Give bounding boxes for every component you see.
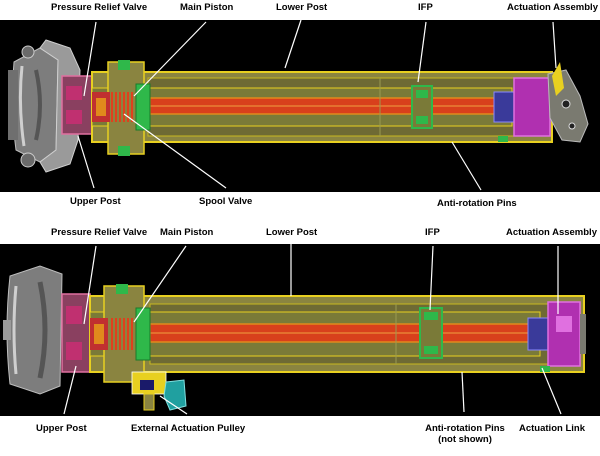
bottom-label-external-actuation-pulley: External Actuation Pulley (131, 423, 246, 434)
top-label-upper-post: Upper Post (70, 196, 121, 207)
top-label-ifp: IFP (418, 2, 433, 13)
top-label-main-piston: Main Piston (180, 2, 234, 13)
bottom-callout-lines (63, 244, 562, 415)
bottom-actuation-assembly (547, 301, 581, 367)
top-saddle-clamp (8, 39, 81, 173)
bottom-saddle-head (3, 265, 63, 395)
top-actuation-assembly (547, 62, 589, 143)
bottom-label-ifp: IFP (425, 227, 440, 238)
bottom-label-pressure-relief-valve: Pressure Relief Valve (51, 227, 148, 238)
top-pressure-relief-valve (92, 92, 110, 122)
bottom-ifp (419, 307, 443, 359)
bottom-label-upper-post: Upper Post (36, 423, 87, 434)
bottom-label-lower-post: Lower Post (266, 227, 318, 238)
top-seatpost (8, 39, 589, 173)
bottom-label-main-piston: Main Piston (160, 227, 214, 238)
bottom-seatpost (3, 265, 586, 411)
top-label-lower-post: Lower Post (276, 2, 328, 13)
top-ifp (411, 85, 433, 129)
top-label-actuation-assembly: Actuation Assembly (507, 2, 598, 13)
bottom-label-actuation-link: Actuation Link (519, 423, 585, 434)
top-label-spool-valve: Spool Valve (199, 196, 253, 207)
top-label-pressure-relief-valve: Pressure Relief Valve (51, 2, 148, 13)
top-label-anti-rotation-pins: Anti-rotation Pins (437, 198, 517, 209)
bottom-label-actuation-assembly: Actuation Assembly (506, 227, 597, 238)
bottom-main-piston (111, 318, 133, 350)
bottom-label-anti-rotation-pins-line2: (not shown) (438, 434, 492, 445)
bottom-label-anti-rotation-pins-line1: Anti-rotation Pins (425, 423, 505, 434)
bottom-pressure-relief-valve (90, 318, 108, 350)
bottom-label-anti-rotation-pins: Anti-rotation Pins (not shown) (419, 423, 511, 445)
top-callout-lines (77, 19, 557, 191)
